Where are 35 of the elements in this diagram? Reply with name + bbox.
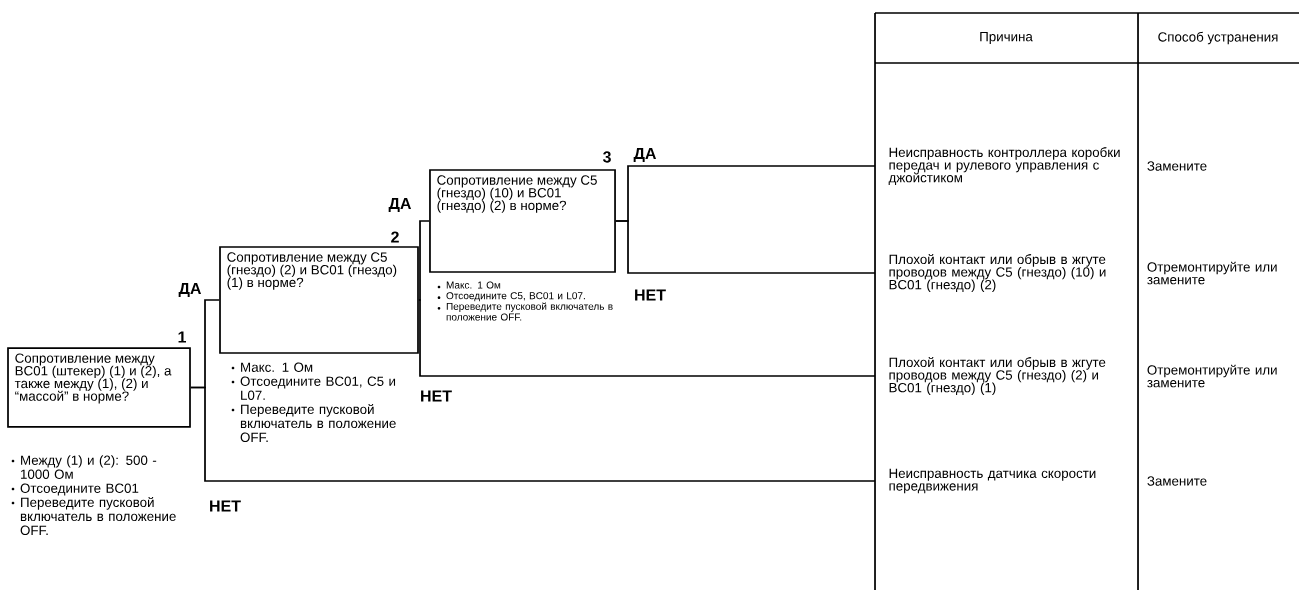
remedy-text: Замените bbox=[1147, 161, 1207, 171]
note-text: Переведите пусковой включатель в положение OFF. bbox=[240, 404, 396, 443]
note-text: Макс. 1 Ом bbox=[446, 281, 501, 289]
connector-line bbox=[615, 220, 876, 274]
remedy-text: Замените bbox=[1147, 476, 1207, 486]
connector-line bbox=[418, 220, 430, 301]
note-text: Переведите пусковой включатель в положение OFF. bbox=[20, 497, 176, 536]
note-text: Отсоедините BC01, C5 и L07. bbox=[240, 376, 396, 400]
connector-line bbox=[418, 299, 876, 377]
step-number: 1 bbox=[178, 331, 186, 343]
cause-text: Неисправность контроллера коробки передач и рулевого управления с джойстиком bbox=[888, 147, 1120, 185]
edge-label: ДА bbox=[387, 196, 413, 214]
note-text: Макс. 1 Ом bbox=[241, 362, 313, 372]
step-number: 2 bbox=[391, 231, 399, 243]
cause-text: Неисправность датчика скорости передвижения bbox=[889, 468, 1096, 494]
remedy-text: Отремонтируйте или замените bbox=[1147, 364, 1277, 388]
decision-box: Сопротивление между C5 (гнездо) (2) и BC01 (гнездо) (1) в норме? bbox=[219, 246, 419, 354]
column-header: Способ устранения bbox=[1158, 31, 1278, 45]
note-text: Между (1) и (2): 500 - 1000 Ом bbox=[21, 455, 157, 479]
note-text: Отсоедините C5, BC01 и L07. bbox=[446, 292, 585, 302]
cause-text: Плохой контакт или обрыв в жгуте проводов между C5 (гнездо) (2) и BC01 (гнездо) (1) bbox=[889, 357, 1106, 395]
step-number: 3 bbox=[602, 151, 611, 163]
edge-label: НЕТ bbox=[418, 389, 454, 403]
note-text: Переведите пусковой включатель в положение OFF. bbox=[446, 302, 613, 321]
edge-label: НЕТ bbox=[632, 288, 668, 302]
connector-line bbox=[190, 386, 876, 482]
edge-label: ДА bbox=[177, 281, 203, 299]
note-text: Отсоедините BC01 bbox=[20, 483, 139, 496]
decision-box: Сопротивление между C5 (гнездо) (10) и BC01 (гнездо) (2) в норме? bbox=[429, 169, 616, 273]
cause-text: Плохой контакт или обрыв в жгуте проводов между C5 (гнездо) (10) и BC01 (гнездо) (2) bbox=[889, 254, 1106, 292]
edge-label: НЕТ bbox=[207, 499, 243, 513]
remedy-text: Отремонтируйте или замените bbox=[1147, 261, 1277, 285]
decision-box: Сопротивление между BC01 (штекер) (1) и (2), а также между (1), (2) и “массой” в норме? bbox=[7, 347, 191, 428]
edge-label: ДА bbox=[632, 146, 658, 164]
column-header: Причина bbox=[980, 32, 1033, 44]
